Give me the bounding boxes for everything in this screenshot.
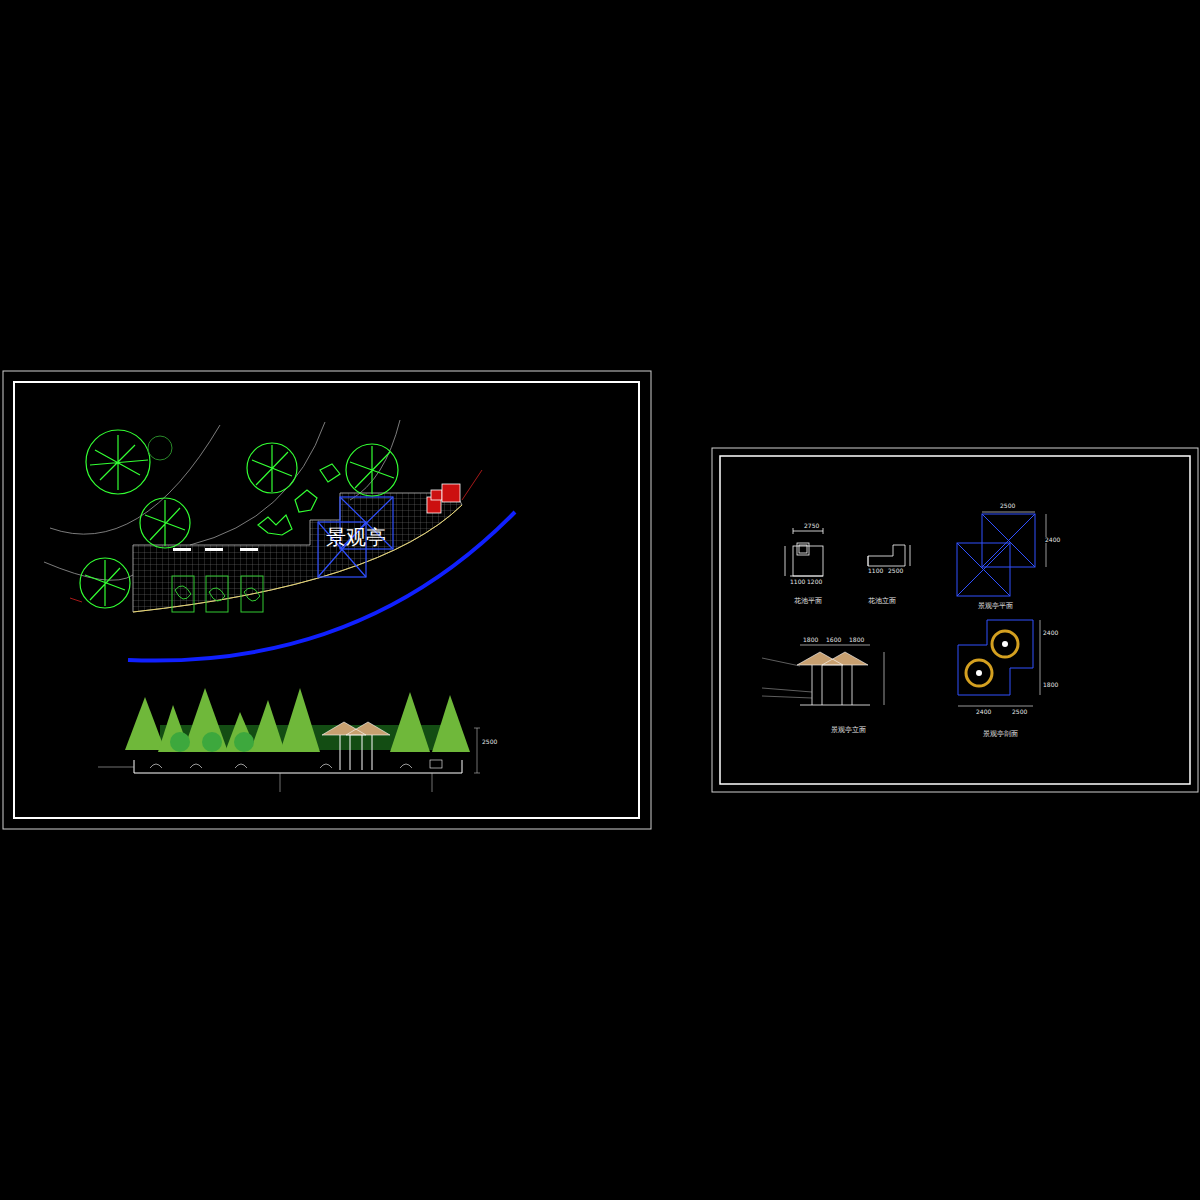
pavilion-label: 景观亭 xyxy=(326,527,386,547)
dimension-text: 2400 xyxy=(1042,630,1059,636)
dimension-text: 2400 xyxy=(975,709,992,715)
pavilion-plan: 景观亭 xyxy=(318,497,393,577)
dimension-text: 2750 xyxy=(803,523,820,529)
dimension-text: 2500 xyxy=(481,739,498,745)
dimension-text: 1800 xyxy=(848,637,865,643)
drawing-title: 景观亭平面 xyxy=(977,603,1014,610)
dimension-text: 2500 xyxy=(999,503,1016,509)
dimension-text: 1100 xyxy=(789,579,806,585)
dimension-text: 1800 xyxy=(802,637,819,643)
drawing-title: 景观亭立面 xyxy=(830,727,867,734)
drawing-title: 景观亭剖面 xyxy=(982,731,1019,738)
dimension-text: 1200 xyxy=(806,579,823,585)
dimension-text: 1600 xyxy=(825,637,842,643)
dimension-text: 2500 xyxy=(1011,709,1028,715)
dimension-text: 1800 xyxy=(1042,682,1059,688)
dimension-text: 2400 xyxy=(1044,537,1061,543)
drawing-title: 花池平面 xyxy=(793,598,823,605)
drawing-title: 花池立面 xyxy=(867,598,897,605)
dimension-text: 2500 xyxy=(887,568,904,574)
dimension-text: 1100 xyxy=(867,568,884,574)
